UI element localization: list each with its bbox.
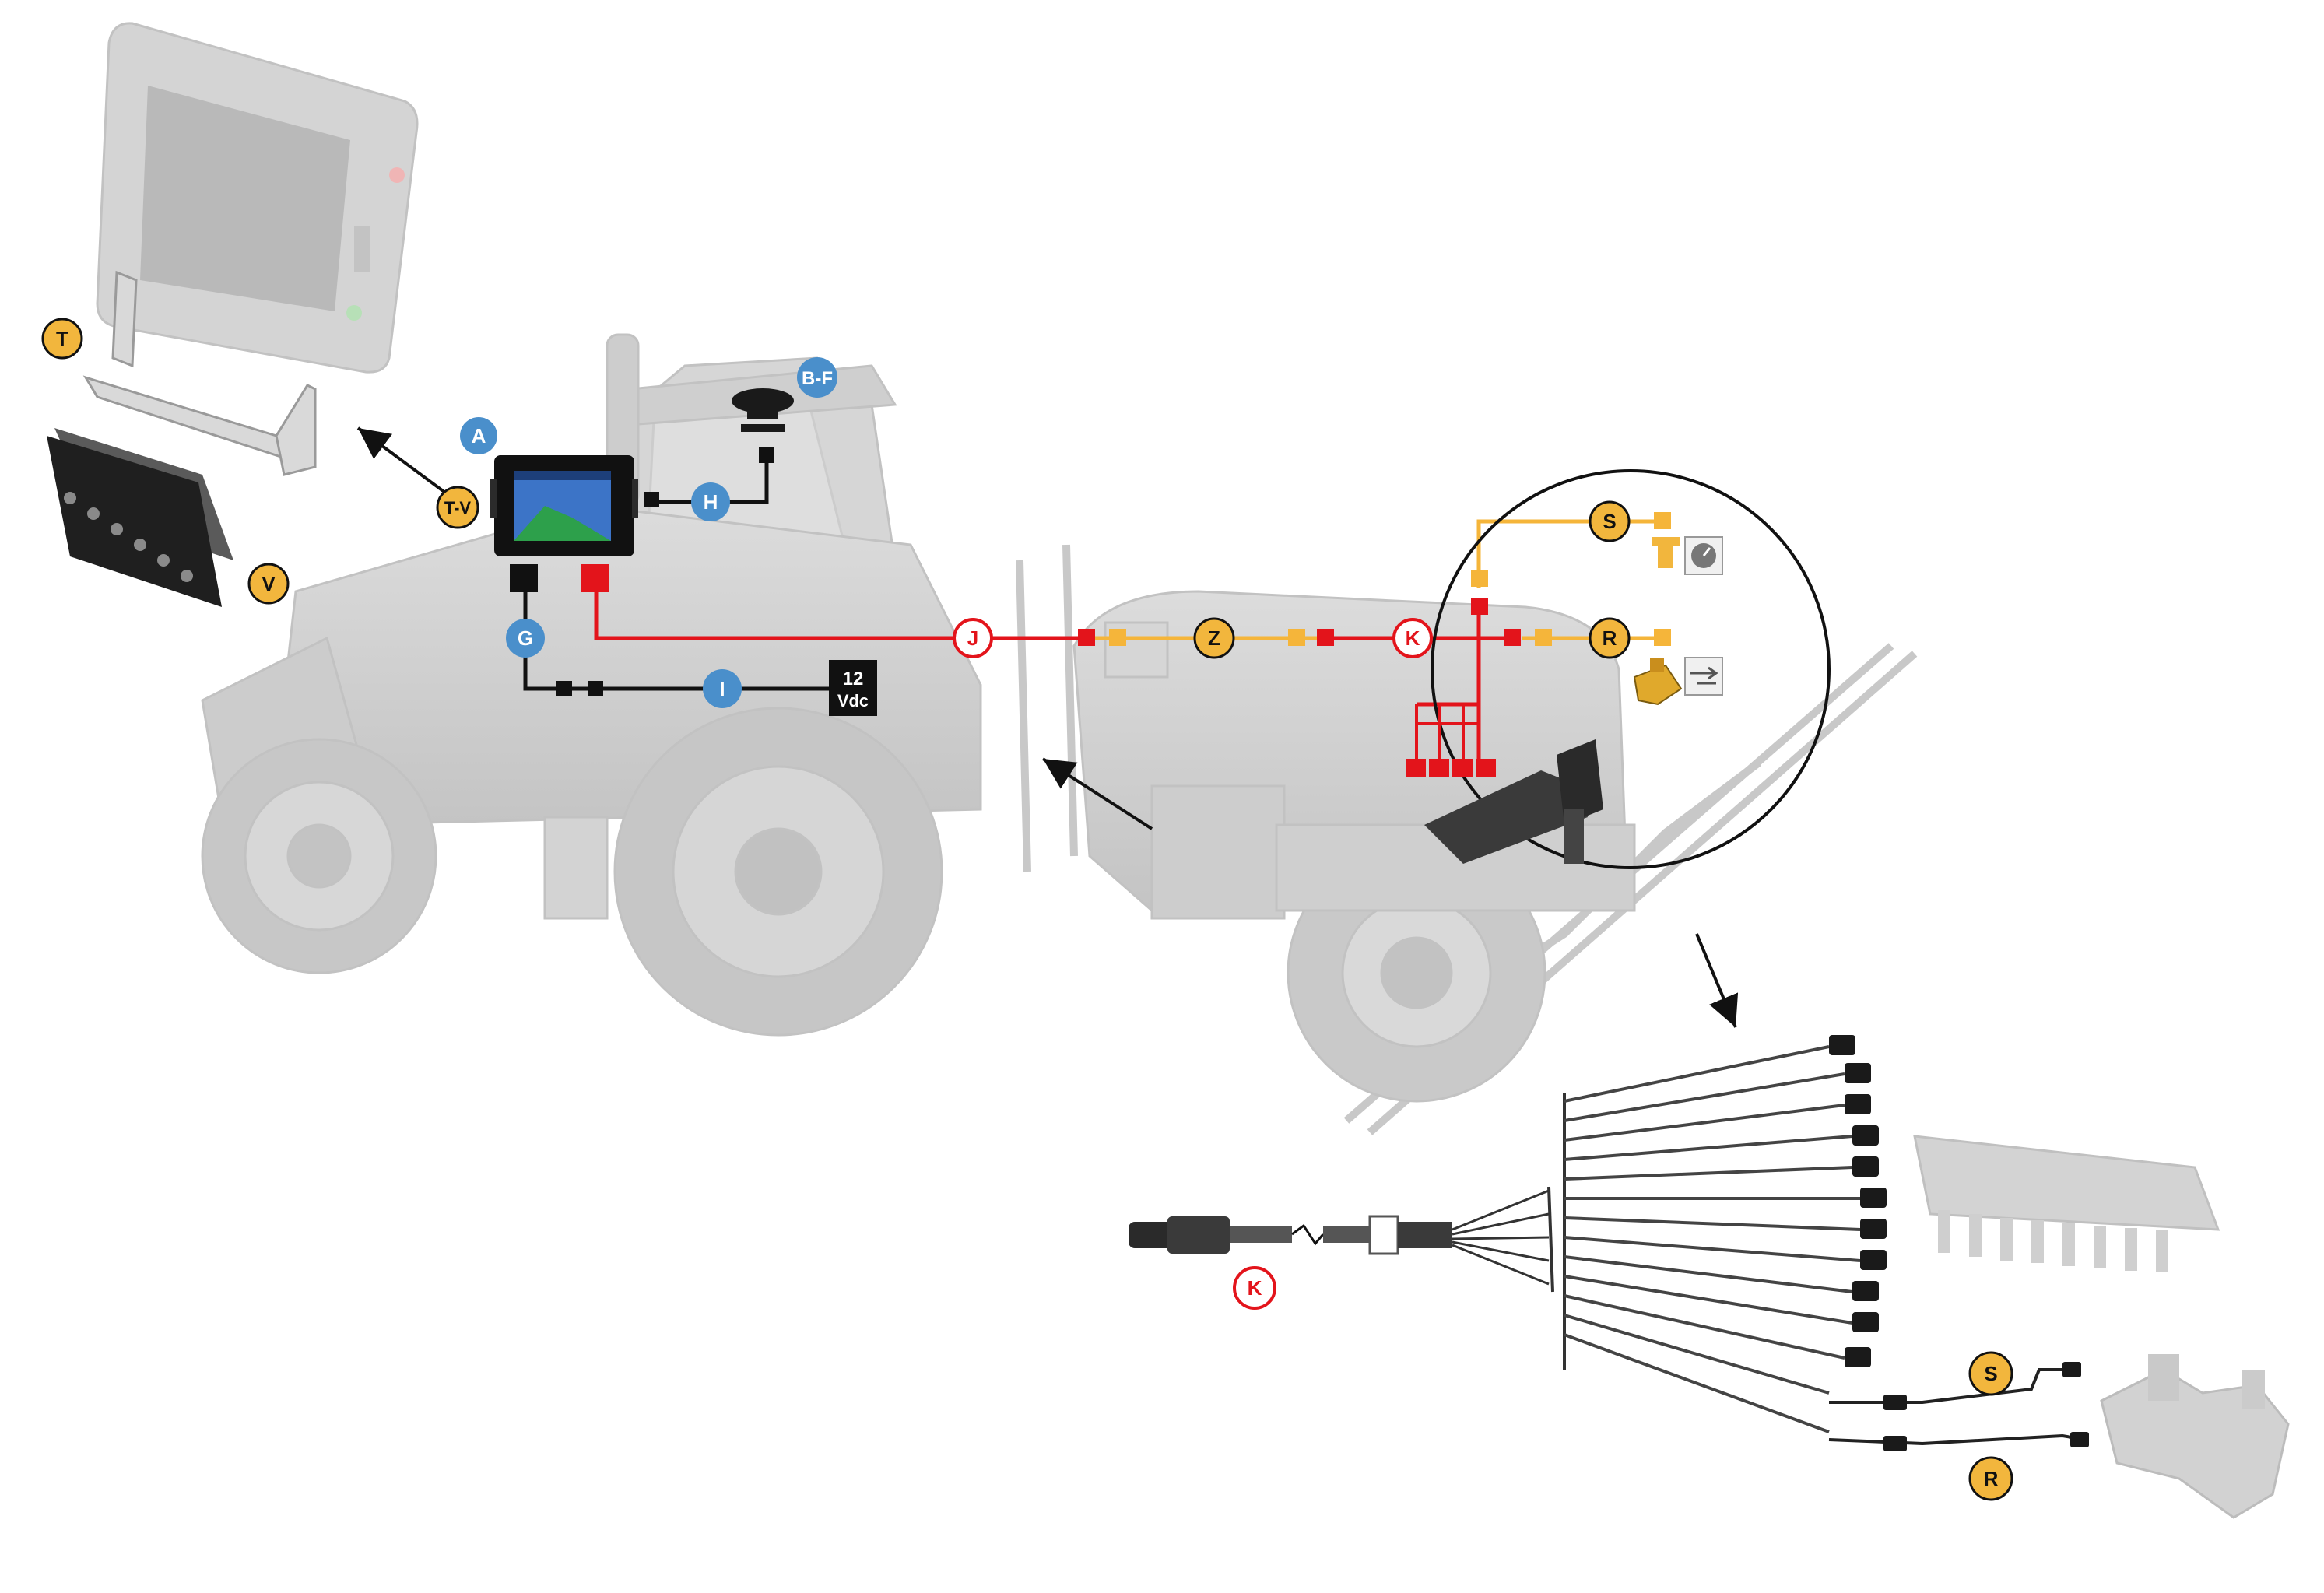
tractor-rear-wheel: [613, 707, 943, 1037]
badge-S: S: [1589, 500, 1631, 542]
badge-B-F: B-F: [797, 357, 837, 398]
harness-manifold-illustration: [1913, 1135, 2220, 1272]
svg-text:R: R: [1603, 626, 1617, 650]
badge-K-harness: K: [1233, 1266, 1276, 1310]
badge-A: A: [460, 417, 497, 454]
section-leads-connectors: [1829, 1035, 1887, 1367]
badge-V: V: [247, 563, 290, 605]
badge-H: H: [691, 482, 730, 521]
tractor-sprayer-illustration: [201, 333, 1918, 1135]
tractor-front-wheel: [201, 738, 437, 974]
badge-R-harness: R: [1968, 1456, 2013, 1501]
arrow-to-harness: [1695, 933, 1739, 1028]
power-supply-12vdc: 12 Vdc: [829, 660, 877, 716]
pressure-gauge-icon: [1684, 536, 1723, 575]
svg-text:I: I: [719, 677, 725, 700]
badge-G: G: [506, 619, 545, 658]
badge-J: J: [953, 618, 993, 658]
svg-text:S: S: [1603, 510, 1616, 533]
svg-text:B-F: B-F: [802, 368, 833, 389]
regulating-valve-icon: [1684, 657, 1723, 696]
detail-zoom-circle: [1406, 469, 1831, 869]
svg-text:R: R: [1984, 1467, 1999, 1490]
svg-text:S: S: [1984, 1362, 1997, 1385]
valve-control-module: [47, 428, 233, 607]
connectors: [510, 447, 1671, 696]
svg-text:V: V: [262, 572, 276, 595]
section-valve-manifold: [1424, 739, 1603, 864]
badge-K: K: [1392, 618, 1433, 658]
sprayer-tank: [1016, 544, 1636, 920]
arrow-to-sprayer: [1041, 757, 1153, 830]
svg-text:T-V: T-V: [444, 498, 472, 518]
badge-Z: Z: [1193, 617, 1235, 659]
mounting-bracket: [82, 270, 317, 476]
console-terminal: [490, 455, 638, 556]
svg-text:Z: Z: [1208, 626, 1220, 650]
pressure-sensor: [1652, 537, 1680, 568]
power-voltage-value: 12: [843, 668, 864, 689]
badges: A B-F H G I J K K: [41, 318, 2013, 1501]
svg-text:T: T: [56, 327, 68, 350]
svg-text:G: G: [518, 626, 533, 650]
badge-T-V: T-V: [436, 486, 479, 529]
svg-text:K: K: [1248, 1276, 1262, 1300]
terminal-display-illustration: [96, 22, 419, 374]
valve-harness-k: [1129, 1035, 2089, 1451]
svg-text:H: H: [704, 490, 718, 514]
section-valve-connectors: [1406, 759, 1496, 777]
svg-text:K: K: [1406, 626, 1420, 650]
svg-text:J: J: [967, 626, 978, 650]
badge-R: R: [1589, 617, 1631, 659]
badge-T: T: [41, 318, 83, 360]
badge-I: I: [703, 669, 742, 708]
svg-text:A: A: [472, 424, 486, 447]
status-led-green: [346, 305, 362, 321]
badge-S-harness: S: [1968, 1351, 2013, 1396]
regulating-valve: [1633, 658, 1683, 706]
power-voltage-unit: Vdc: [837, 691, 869, 711]
section-valve-leads: [1415, 704, 1479, 763]
gps-antenna: [732, 388, 794, 432]
status-led-red: [389, 167, 405, 183]
harness-regulating-valve-illustration: [2100, 1354, 2290, 1519]
